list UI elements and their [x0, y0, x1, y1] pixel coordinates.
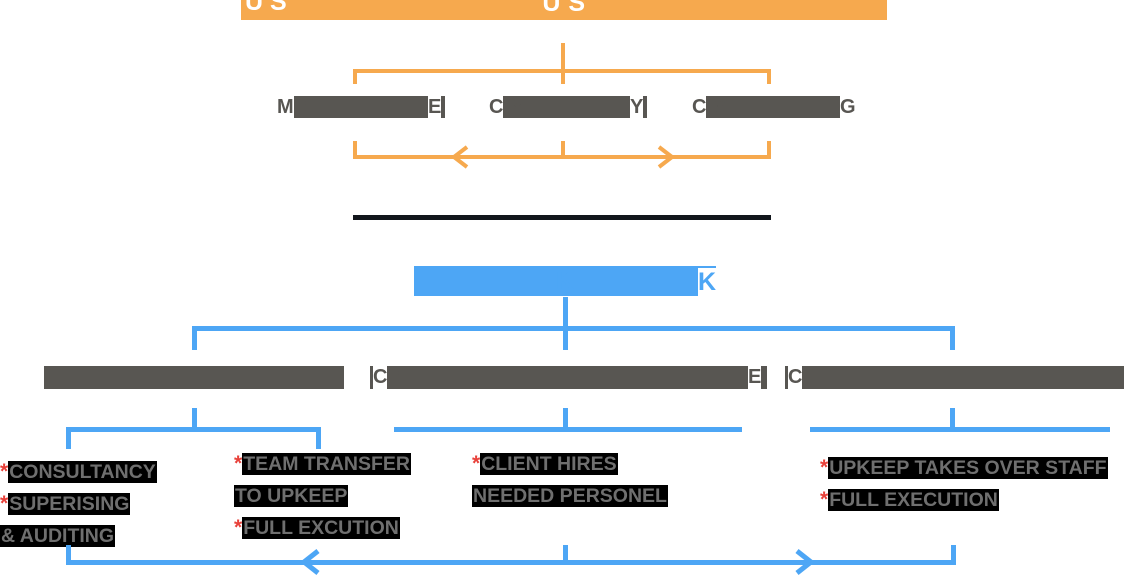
top-connector-leg-right [767, 69, 771, 84]
top-connector-leg-center [561, 69, 565, 84]
stage2-sub-rail [394, 427, 742, 432]
top-header-bar-label: U S [542, 0, 586, 17]
branch-label-consultancy: C Y [489, 96, 647, 118]
bullet-block-client-hires: *CLIENT HIRES NEEDED PERSONEL [472, 448, 668, 512]
bottom-connector-stem [563, 297, 568, 328]
asterisk-icon: * [820, 488, 829, 511]
bottom-arrow-leg-center [563, 545, 568, 562]
bottom-header-last-char: K [698, 268, 717, 296]
stage1-sub-rail [66, 427, 321, 432]
bottom-connector-leg-center [563, 326, 568, 350]
asterisk-icon: * [0, 492, 9, 515]
bullet-line: TO UPKEEP [234, 480, 411, 512]
bullet-text: FULL EXECUTION [828, 489, 999, 511]
stage1-sub-stem [192, 408, 197, 429]
asterisk-icon: * [0, 460, 9, 483]
top-connector-stem [561, 43, 565, 71]
stage3-sub-rail [810, 427, 1110, 432]
section-divider [353, 215, 771, 220]
top-arrow-rail [353, 155, 771, 159]
branch-label-maintenance-last-char: E [428, 96, 442, 118]
stage-bar-2-last-char: E [748, 366, 762, 389]
top-header-first-char: U S [245, 0, 287, 16]
bottom-header-bar: K [414, 266, 716, 296]
branch-label-maintenance: M E [277, 96, 445, 118]
branch-label-maintenance-first-char: M [277, 96, 294, 118]
asterisk-icon: * [234, 516, 243, 539]
top-arrow-head-left [450, 145, 469, 169]
bullet-text: TO UPKEEP [234, 485, 349, 507]
bullet-text: & AUDITING [0, 525, 116, 547]
bullet-line: *CLIENT HIRES [472, 448, 668, 480]
branch-label-consulting-first-char: C [692, 96, 707, 118]
bullet-line: NEEDED PERSONEL [472, 480, 668, 512]
asterisk-icon: * [234, 452, 243, 475]
bullet-text: CLIENT HIRES [480, 453, 618, 475]
bottom-arrow-leg-left [66, 545, 71, 562]
bullet-block-upkeep-takeover: *UPKEEP TAKES OVER STAFF *FULL EXECUTION [820, 452, 1108, 516]
bullet-text: UPKEEP TAKES OVER STAFF [828, 457, 1108, 479]
branch-label-consultancy-first-char: C [489, 96, 504, 118]
bottom-arrow-head-right [795, 549, 816, 575]
bottom-arrow-head-left [299, 549, 320, 575]
stage-bar-3-first-char: C [788, 366, 803, 389]
stage-bar-2: C E [370, 366, 767, 389]
branch-label-consulting-last-char: G [840, 96, 856, 118]
asterisk-icon: * [820, 456, 829, 479]
bullet-text: TEAM TRANSFER [242, 453, 412, 475]
bullet-line: *CONSULTANCY [0, 456, 157, 488]
bullet-line: & AUDITING [0, 520, 157, 552]
bullet-line: *FULL EXCUTION [234, 512, 411, 544]
stage2-sub-stem [563, 408, 568, 429]
bullet-line: *SUPERISING [0, 488, 157, 520]
bullet-line: *UPKEEP TAKES OVER STAFF [820, 452, 1108, 484]
bullet-text: FULL EXCUTION [242, 517, 400, 539]
top-arrow-leg-left [353, 141, 357, 157]
stage1-sub-leg-left [66, 427, 71, 449]
bottom-connector-rail [192, 326, 955, 331]
asterisk-icon: * [472, 452, 481, 475]
stage-bar-3: C [785, 366, 1124, 389]
stage1-sub-leg-right [316, 427, 321, 449]
bottom-connector-leg-left [192, 326, 197, 350]
top-connector-leg-left [353, 69, 357, 84]
bullet-line: *TEAM TRANSFER [234, 448, 412, 480]
stage-bar-1 [44, 366, 344, 389]
top-arrow-leg-right [767, 141, 771, 157]
stage3-sub-stem [950, 408, 955, 429]
top-header-bar: U S [241, 0, 887, 20]
bottom-arrow-rail [66, 560, 956, 565]
branch-label-consulting: C G [692, 96, 854, 118]
bottom-connector-leg-right [950, 326, 955, 350]
bullet-block-team-transfer: *TEAM TRANSFER TO UPKEEP *FULL EXCUTION [234, 448, 412, 544]
branch-label-consultancy-last-char: Y [630, 96, 644, 118]
bullet-text: CONSULTANCY [8, 461, 157, 483]
bullet-text: SUPERISING [8, 493, 131, 515]
bullet-block-consultancy: *CONSULTANCY *SUPERISING & AUDITING [0, 456, 157, 552]
bullet-text: NEEDED PERSONEL [472, 485, 668, 507]
top-arrow-head-right [657, 145, 676, 169]
bullet-line: *FULL EXECUTION [820, 484, 1108, 516]
bottom-arrow-leg-right [951, 545, 956, 562]
stage-bar-2-first-char: C [373, 366, 388, 389]
top-arrow-leg-center [561, 141, 565, 157]
